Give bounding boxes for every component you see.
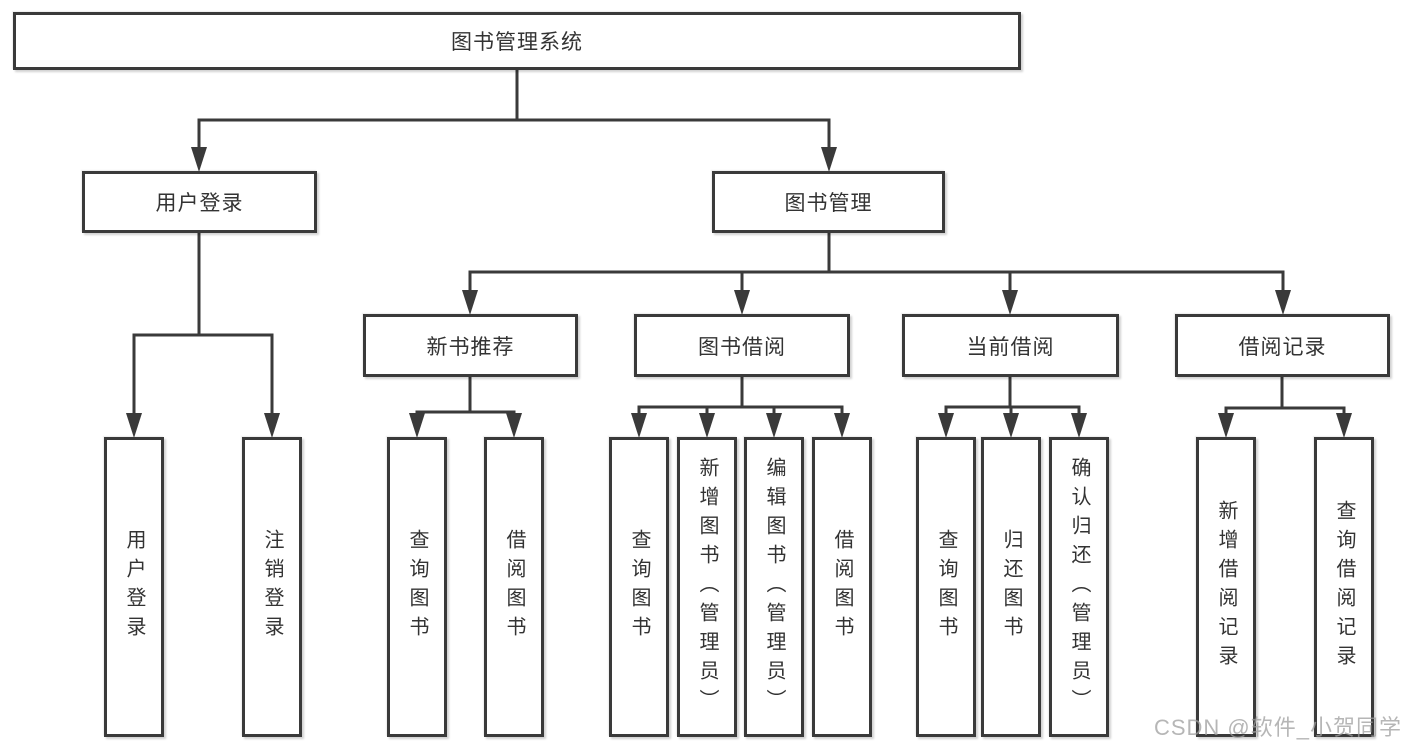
- leaf-add-books-admin: 新增图书（管理员）: [677, 437, 737, 737]
- arrow-down-icon: [506, 413, 522, 438]
- node-new-book-recommend: 新书推荐: [363, 314, 578, 377]
- arrow-down-icon: [462, 290, 478, 315]
- arrow-down-icon: [821, 147, 837, 172]
- arrow-down-icon: [1218, 413, 1234, 438]
- arrow-down-icon: [1003, 413, 1019, 438]
- leaf-query-books-recommend: 查询图书: [387, 437, 447, 737]
- node-root-system: 图书管理系统: [13, 12, 1021, 70]
- arrow-down-icon: [1071, 413, 1087, 438]
- leaf-borrow-books-recommend: 借阅图书: [484, 437, 544, 737]
- connector-root-to-level2: [197, 70, 831, 150]
- arrow-down-icon: [1275, 290, 1291, 315]
- leaf-query-books-current: 查询图书: [916, 437, 976, 737]
- leaf-user-login: 用户登录: [104, 437, 164, 737]
- leaf-logout: 注销登录: [242, 437, 302, 737]
- connector-bookborrow-to-leaves: [637, 377, 844, 416]
- arrow-down-icon: [409, 413, 425, 438]
- connector-userlogin-to-leaves: [132, 233, 274, 416]
- node-book-borrowing: 图书借阅: [634, 314, 850, 377]
- arrow-down-icon: [126, 413, 142, 438]
- arrow-down-icon: [191, 147, 207, 172]
- leaf-add-borrow-record: 新增借阅记录: [1196, 437, 1256, 737]
- connector-newbooks-to-leaves: [415, 377, 516, 416]
- node-user-login: 用户登录: [82, 171, 317, 233]
- node-borrowing-records: 借阅记录: [1175, 314, 1390, 377]
- node-book-management: 图书管理: [712, 171, 945, 233]
- leaf-return-books: 归还图书: [981, 437, 1041, 737]
- leaf-query-borrow-record: 查询借阅记录: [1314, 437, 1374, 737]
- arrow-down-icon: [938, 413, 954, 438]
- connector-bookmgmt-to-level3: [468, 233, 1285, 294]
- arrow-down-icon: [1002, 290, 1018, 315]
- leaf-confirm-return-admin: 确认归还（管理员）: [1049, 437, 1109, 737]
- node-current-borrowing: 当前借阅: [902, 314, 1119, 377]
- connector-currentborrow-to-leaves: [944, 377, 1081, 416]
- arrow-down-icon: [631, 413, 647, 438]
- arrow-down-icon: [699, 413, 715, 438]
- connector-records-to-leaves: [1224, 377, 1346, 416]
- leaf-query-books-borrowing: 查询图书: [609, 437, 669, 737]
- arrow-down-icon: [1336, 413, 1352, 438]
- arrow-down-icon: [734, 290, 750, 315]
- leaf-borrow-books-borrowing: 借阅图书: [812, 437, 872, 737]
- leaf-edit-books-admin: 编辑图书（管理员）: [744, 437, 804, 737]
- arrow-down-icon: [766, 413, 782, 438]
- watermark: CSDN @软件_小贺同学: [1153, 715, 1402, 740]
- arrow-down-icon: [264, 413, 280, 438]
- arrow-down-icon: [834, 413, 850, 438]
